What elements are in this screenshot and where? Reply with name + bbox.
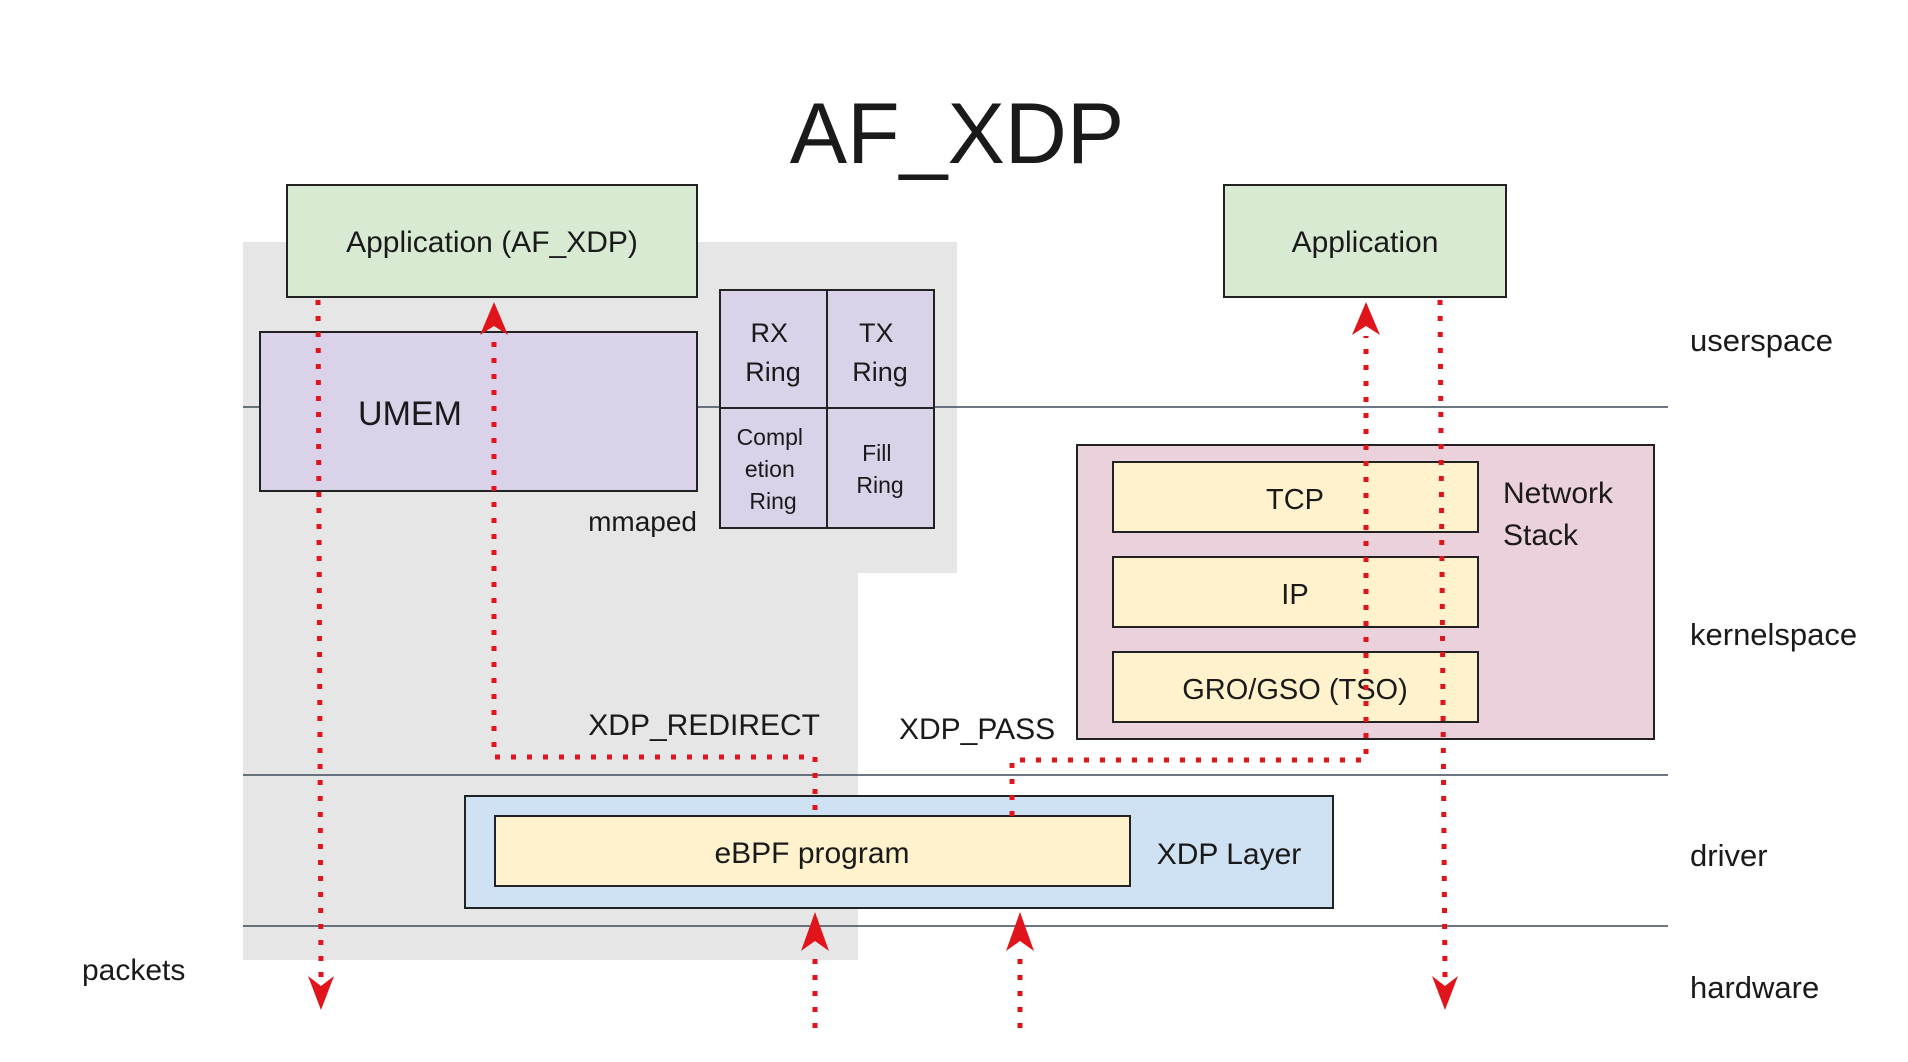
app-af-xdp-label: Application (AF_XDP) — [346, 226, 638, 259]
completion-ring-label: Compl etion Ring — [737, 424, 810, 514]
mmaped-label: mmaped — [588, 506, 697, 537]
pass-ingress-arrowhead — [1006, 912, 1034, 951]
app-tx-arrowhead — [1432, 976, 1458, 1010]
layer-kernelspace-label: kernelspace — [1690, 617, 1857, 652]
packets-label: packets — [82, 954, 185, 987]
ebpf-program-label: eBPF program — [714, 837, 909, 870]
tcp-box — [1112, 461, 1479, 533]
xdp-redirect-label: XDP_REDIRECT — [588, 709, 820, 742]
umem-box — [259, 331, 698, 492]
tx-ring-box — [826, 289, 935, 409]
ebpf-program-box — [494, 815, 1131, 887]
xdp-pass-arrowhead — [1352, 302, 1380, 335]
rx-ring-box — [719, 289, 828, 409]
xdp-layer-label: XDP Layer — [1157, 838, 1302, 871]
xdp-pass-label: XDP_PASS — [899, 713, 1055, 746]
gro-gso-box — [1112, 651, 1479, 723]
app-label: Application — [1292, 226, 1439, 259]
af-xdp-tx-arrowhead — [308, 976, 334, 1010]
network-stack-label: Network Stack — [1503, 477, 1621, 552]
umem-label: UMEM — [358, 395, 462, 433]
rx-ring-label: RX Ring — [745, 318, 801, 387]
xdp-redirect-arrowhead — [480, 302, 508, 335]
redirect-ingress-arrowhead — [801, 912, 829, 951]
app-af-xdp-box — [286, 184, 698, 298]
tcp-label: TCP — [1266, 484, 1324, 516]
fill-ring-label: Fill Ring — [856, 440, 903, 498]
app-box — [1223, 184, 1507, 298]
gro-gso-label: GRO/GSO (TSO) — [1182, 674, 1408, 706]
ip-label: IP — [1281, 579, 1308, 611]
diagram-title: AF_XDP — [790, 86, 1125, 182]
tx-ring-label: TX Ring — [852, 318, 908, 387]
app-tx-path — [1437, 299, 1448, 979]
fill-ring-box — [826, 407, 935, 529]
layer-driver-label: driver — [1690, 838, 1768, 873]
af-xdp-tx-path — [315, 299, 324, 979]
layer-hardware-label: hardware — [1690, 970, 1819, 1005]
ip-box — [1112, 556, 1479, 628]
layer-userspace-label: userspace — [1690, 323, 1833, 358]
